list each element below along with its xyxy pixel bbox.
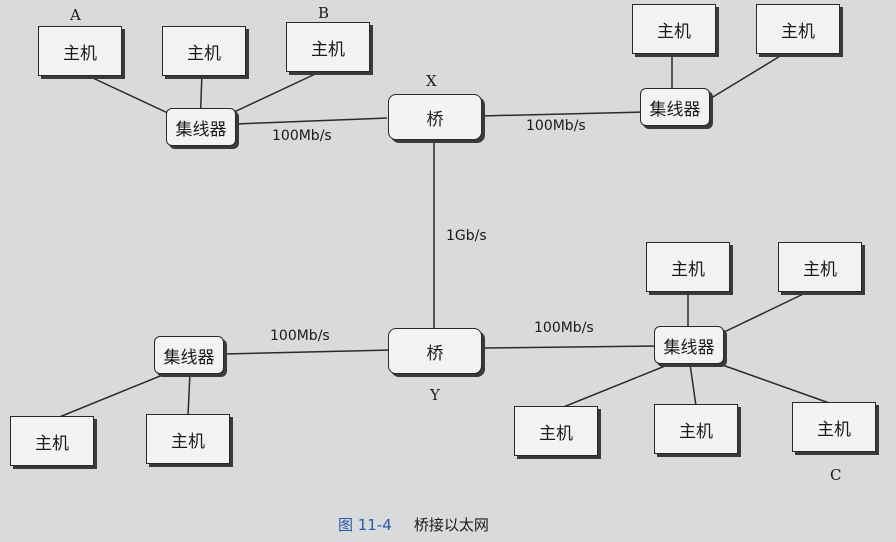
host-label: 主机 — [803, 259, 837, 280]
host-label: 主机 — [671, 259, 705, 280]
link-hub-tr-host-2 — [707, 49, 791, 101]
label-a: A — [70, 6, 81, 24]
hub-label: 集线器 — [663, 337, 715, 358]
hub-top-right: 集线器 — [640, 88, 710, 126]
host-top-right-1: 主机 — [632, 4, 716, 54]
host-bottom-right-1: 主机 — [646, 242, 730, 292]
label-x: X — [426, 72, 437, 90]
host-b: 主机 — [286, 22, 370, 72]
hub-bottom-right: 集线器 — [654, 326, 724, 364]
host-label: 主机 — [539, 423, 573, 444]
link-hub-bl-host-1 — [51, 371, 171, 421]
host-top-left-2: 主机 — [162, 26, 246, 76]
host-top-right-2: 主机 — [756, 4, 840, 54]
host-label: 主机 — [187, 43, 221, 64]
speed-hub-bl-y: 100Mb/s — [270, 328, 330, 344]
hub-top-left: 集线器 — [166, 108, 236, 146]
hub-label: 集线器 — [175, 119, 227, 140]
link-hub-br-host-c — [713, 361, 833, 405]
figure-caption: 图 11-4 桥接以太网 — [338, 514, 489, 535]
bridge-label: 桥 — [426, 109, 444, 130]
host-label: 主机 — [311, 39, 345, 60]
speed-hub-tl-x: 100Mb/s — [272, 128, 332, 144]
link-bridge-x-hub-tr — [479, 111, 645, 117]
bridge-label: 桥 — [426, 343, 444, 364]
host-label: 主机 — [35, 433, 69, 454]
link-hub-br-host-3 — [555, 363, 671, 411]
host-bottom-right-3: 主机 — [514, 406, 598, 456]
bridge-y: 桥 — [388, 328, 482, 374]
link-hub-br-host-4 — [689, 363, 697, 407]
link-hub-bl-host-2 — [187, 371, 191, 417]
link-hub-tl-bridge-x — [234, 117, 388, 125]
label-c: C — [830, 466, 842, 484]
link-bridge-y-hub-br — [481, 345, 657, 349]
host-label: 主机 — [657, 21, 691, 42]
figure-title: 桥接以太网 — [413, 516, 489, 534]
host-label: 主机 — [817, 419, 851, 440]
speed-y-hub-br: 100Mb/s — [534, 320, 594, 336]
host-c: 主机 — [792, 402, 876, 452]
label-y: Y — [430, 386, 440, 404]
speed-x-y: 1Gb/s — [446, 228, 487, 244]
hub-bottom-left: 集线器 — [154, 336, 224, 374]
host-bottom-right-4: 主机 — [654, 404, 738, 454]
link-hub-br-host-2 — [719, 285, 821, 335]
host-label: 主机 — [679, 421, 713, 442]
label-b: B — [318, 4, 330, 22]
speed-x-hub-tr: 100Mb/s — [526, 118, 586, 134]
figure-number: 图 11-4 — [338, 516, 392, 534]
host-label: 主机 — [63, 43, 97, 64]
host-bottom-left-1: 主机 — [10, 416, 94, 466]
host-label: 主机 — [781, 21, 815, 42]
host-a: 主机 — [38, 26, 122, 76]
link-hub-bl-bridge-y — [223, 349, 391, 355]
bridge-x: 桥 — [388, 94, 482, 140]
host-bottom-right-2: 主机 — [778, 242, 862, 292]
hub-label: 集线器 — [163, 347, 215, 368]
host-bottom-left-2: 主机 — [146, 414, 230, 464]
hub-label: 集线器 — [649, 99, 701, 120]
host-label: 主机 — [171, 431, 205, 452]
